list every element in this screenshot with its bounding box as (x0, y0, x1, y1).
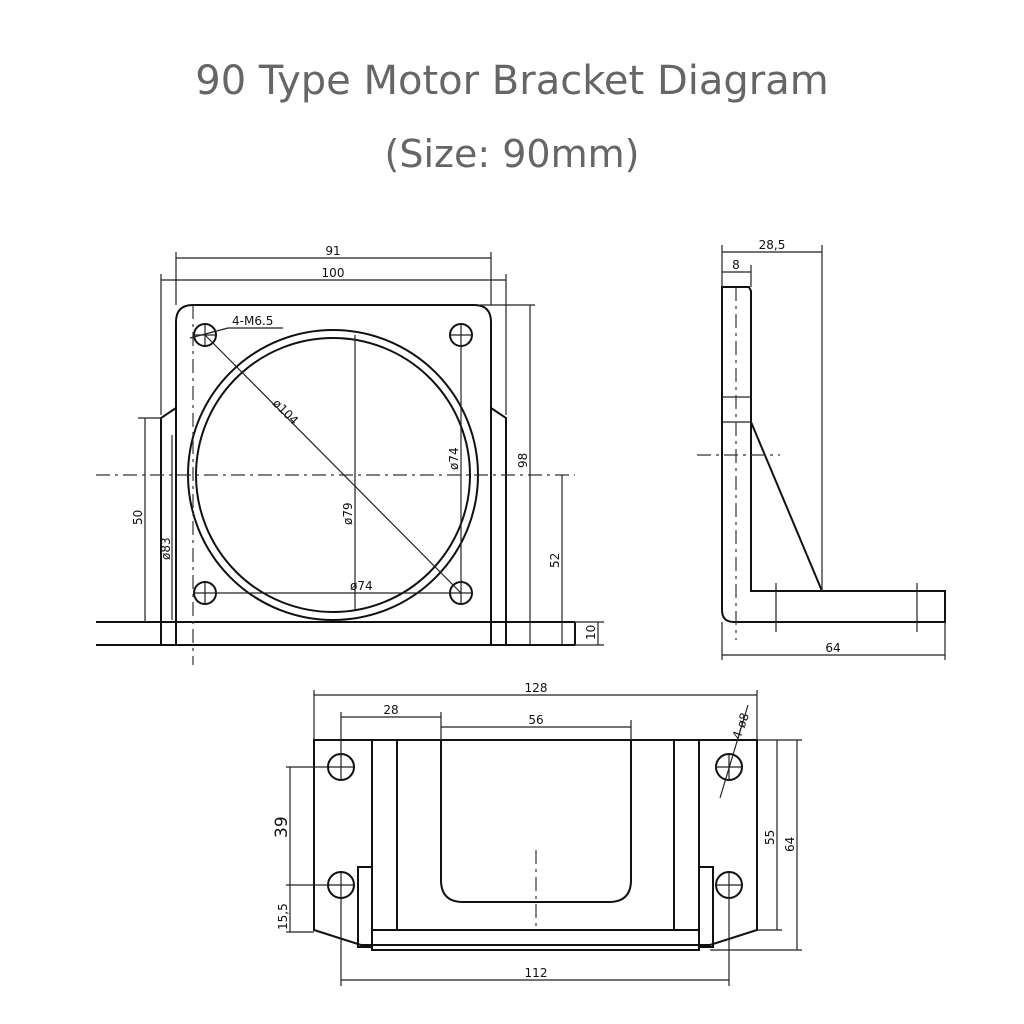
dim-bottom-slot: 56 (528, 713, 543, 727)
dim-dia-diag: ø104 (270, 396, 301, 427)
mount-hole-bl (193, 581, 217, 605)
diagram-subtitle: (Size: 90mm) (384, 132, 640, 176)
dim-bottom-left: 28 (383, 703, 398, 717)
dim-bottom-right-a: 55 (763, 830, 777, 845)
dim-bottom-vert-a: 39 (272, 816, 292, 838)
dim-height-axis: 52 (548, 553, 562, 568)
dim-dia-left: ø83 (159, 537, 173, 560)
dim-dia-center: ø79 (341, 502, 355, 525)
dim-bottom-vert-b: 15,5 (276, 903, 290, 930)
dim-base-thickness: 10 (584, 625, 598, 640)
base-hole-br (715, 871, 743, 899)
dim-bottom-total: 128 (525, 681, 548, 695)
bottom-view: 128 28 56 4-ø8 39 15,5 55 64 112 (272, 681, 802, 986)
dim-side-top-plate: 8 (732, 258, 740, 272)
mount-hole-tr (449, 323, 473, 347)
dim-side-bottom: 64 (825, 641, 840, 655)
dim-bottom-right-b: 64 (783, 837, 797, 852)
dim-dia-horizontal: ø74 (350, 579, 373, 593)
front-view: 91 100 4-M6.5 ø104 ø74 ø79 ø74 ø83 50 98… (96, 244, 604, 665)
dim-height-right: 98 (516, 453, 530, 468)
dim-front-width-outer: 100 (322, 266, 345, 280)
side-view: 28,5 8 64 (697, 238, 946, 660)
dim-side-top-total: 28,5 (759, 238, 786, 252)
base-hole-tl (327, 753, 355, 781)
dim-holes-m6: 4-M6.5 (232, 314, 273, 328)
dim-bottom-holes: 4-ø8 (730, 711, 752, 741)
dim-bottom-hole-span: 112 (525, 966, 548, 980)
base-hole-bl (327, 871, 355, 899)
diagram-title: 90 Type Motor Bracket Diagram (195, 58, 829, 104)
dim-dia-vertical: ø74 (447, 447, 461, 470)
dim-front-width-inner: 91 (325, 244, 340, 258)
dim-height-left: 50 (131, 510, 145, 525)
